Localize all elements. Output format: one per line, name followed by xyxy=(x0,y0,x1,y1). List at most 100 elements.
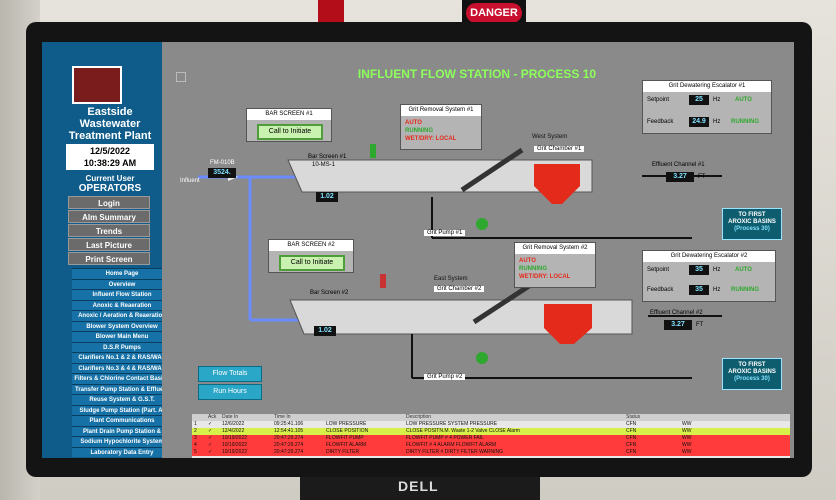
grit-hopper-1 xyxy=(534,164,580,186)
nav-item[interactable]: Blower System Overview xyxy=(72,320,172,331)
influent-label: Influent xyxy=(180,178,200,184)
nav-item[interactable]: Anoxic & Reaeration xyxy=(72,299,172,310)
table-cell: WW xyxy=(682,435,692,441)
grit-pump-1-icon[interactable] xyxy=(476,218,488,230)
nav-item[interactable]: D.S.R Pumps xyxy=(72,341,172,352)
plant-name: Eastside Wastewater Treatment Plant xyxy=(68,106,152,142)
monitor-stand xyxy=(300,477,540,500)
bar-screen-1-panel: BAR SCREEN #1 Call to Initiate xyxy=(246,108,332,142)
escalator-2-feedback: 35 xyxy=(689,285,709,295)
table-cell: DIRTY FILTER xyxy=(326,449,360,455)
process-diagram xyxy=(198,144,722,379)
alarm-table-header: Ack Date In Time In Description Status xyxy=(192,414,790,421)
nav-item[interactable]: Influent Flow Station xyxy=(72,289,172,300)
table-cell: 4 xyxy=(194,442,197,448)
screw-conveyor-1 xyxy=(460,147,524,193)
escalator-1-panel: Grit Dewatering Escalator #1 Setpoint 25… xyxy=(642,80,772,134)
table-cell: CLOSE POSITION xyxy=(326,428,369,434)
grit-removal-2-panel: Grit Removal System #2 AUTO RUNNING WET/… xyxy=(514,242,596,288)
datetime-box: 12/5/2022 10:38:29 AM xyxy=(66,144,154,170)
print-screen-button[interactable]: Print Screen xyxy=(68,252,150,265)
table-cell: FLOWFIT ALARM xyxy=(326,442,367,448)
alarm-summary-button[interactable]: Alm Summary xyxy=(68,210,150,223)
grit-hopper-2 xyxy=(544,304,592,328)
table-cell: WW xyxy=(682,421,692,427)
escalator-1-setpoint[interactable]: 25 xyxy=(689,95,709,105)
nav-item[interactable]: Sodium Hypochlorite System xyxy=(72,436,172,447)
nav-item[interactable]: Overview xyxy=(72,278,172,289)
table-cell: ✓ xyxy=(208,442,213,448)
grit-chamber-1-label: Grit Chamber #1 xyxy=(534,146,585,152)
table-cell: 12:54:41.105 xyxy=(274,428,304,434)
table-cell: 1 xyxy=(194,421,197,427)
west-channel xyxy=(287,159,593,193)
bar-screen-1-initiate-button[interactable]: Call to Initiate xyxy=(257,124,323,140)
table-cell: LOW PRESSURE SYSTEM PRESSURE xyxy=(406,421,498,427)
bar-screen-2-initiate-button[interactable]: Call to Initiate xyxy=(279,255,345,271)
table-cell: 10/19/2022 xyxy=(222,442,248,448)
table-cell: WW xyxy=(682,428,692,434)
nav-item[interactable]: Sludge Pump Station (Part. A) xyxy=(72,404,172,415)
grit-removal-1-panel: Grit Removal System #1 AUTO RUNNING WET/… xyxy=(400,104,482,150)
table-cell: 10/19/2022 xyxy=(222,449,248,455)
to-anoxic-basins-1-button[interactable]: TO FIRST AROXIC BASINS (Process 30) xyxy=(722,208,782,240)
nav-item[interactable]: Plant Drain Pump Station & Alum/Lime xyxy=(72,425,172,436)
scada-screen: Eastside Wastewater Treatment Plant 12/5… xyxy=(42,42,794,458)
bar-screen-2-motor-icon[interactable] xyxy=(380,274,386,288)
table-cell: 20:47:29.274 xyxy=(274,442,304,448)
table-row[interactable]: 4 ✓ 10/19/2022 20:47:29.274 FLOWFIT ALARM FLO… xyxy=(192,442,790,449)
last-picture-button[interactable]: Last Picture xyxy=(68,238,150,251)
flow-meter-tag: FM-010B xyxy=(210,160,235,166)
nav-item[interactable]: Anoxic / Aeration & Reaeration EAST xyxy=(72,310,172,321)
grit-pump-2-icon[interactable] xyxy=(476,352,488,364)
nav-item[interactable]: Home Page xyxy=(72,268,172,279)
page-title: INFLUENT FLOW STATION - PROCESS 10 xyxy=(357,67,597,81)
table-cell: 3 xyxy=(194,435,197,441)
time-label: 10:38:29 AM xyxy=(83,158,137,168)
nav-item[interactable]: Laboratory Data Entry xyxy=(72,446,172,457)
bar-screen-1-motor-icon[interactable] xyxy=(370,144,376,158)
nav-item[interactable]: Transfer Pump Station & Effluent Well xyxy=(72,383,172,394)
table-cell: FLOWFIT PUMP xyxy=(326,435,364,441)
table-cell: CLOSE POSITN.M. Waste 1-2 Valve CLOSE Al… xyxy=(406,428,520,434)
close-icon[interactable] xyxy=(176,72,186,82)
nav-item[interactable]: Reuse System & G.S.T. xyxy=(72,394,172,405)
run-hours-button[interactable]: Run Hours xyxy=(198,384,262,400)
table-cell: 20:47:29.274 xyxy=(274,449,304,455)
nav-item[interactable]: Clarifiers No.1 & 2 & RAS/WAS xyxy=(72,352,172,363)
to-anoxic-basins-2-button[interactable]: TO FIRST AROXIC BASINS (Process 30) xyxy=(722,358,782,390)
nav-item[interactable]: Blower Main Menu xyxy=(72,331,172,342)
grit-chamber-2-label: Grit Chamber #2 xyxy=(434,286,485,292)
table-cell: FLOWFIT # 4 ALARM FLOWFIT ALARM xyxy=(406,442,497,448)
effluent-channel-2-value: 3.27 xyxy=(664,320,692,330)
escalator-2-panel: Grit Dewatering Escalator #2 Setpoint 35… xyxy=(642,250,776,302)
table-cell: DIRTY FILTER # DIRTY FILTER WARNING xyxy=(406,449,504,455)
table-cell: CFN xyxy=(626,421,637,427)
sidebar: Eastside Wastewater Treatment Plant 12/5… xyxy=(42,42,180,458)
screw-conveyor-2 xyxy=(472,281,534,325)
table-cell: 12/4/2022 xyxy=(222,428,245,434)
grit-pump-2-label: Grit Pump #2 xyxy=(424,374,466,380)
table-cell: WW xyxy=(682,442,692,448)
grit-pump-1-label: Grit Pump #1 xyxy=(424,230,466,236)
trends-button[interactable]: Trends xyxy=(68,224,150,237)
nav-item[interactable]: Filters & Chlorine Contact Basins xyxy=(72,373,172,384)
bar-screen-2-panel: BAR SCREEN #2 Call to Initiate xyxy=(268,239,354,273)
nav-item[interactable]: Plant Communications xyxy=(72,415,172,426)
process-view: INFLUENT FLOW STATION - PROCESS 10 xyxy=(162,42,794,458)
table-cell: CFN xyxy=(626,442,637,448)
table-cell: 20:47:29.274 xyxy=(274,435,304,441)
alarm-table: Ack Date In Time In Description Status 1… xyxy=(192,414,790,458)
table-cell: 09:25:41.106 xyxy=(274,421,304,427)
table-cell: WW xyxy=(682,449,692,455)
escalator-2-setpoint[interactable]: 35 xyxy=(689,265,709,275)
flow-totals-button[interactable]: Flow Totals xyxy=(198,366,262,382)
nav-item[interactable]: Clarifiers No.3 & 4 & RAS/WAS xyxy=(72,362,172,373)
table-cell: ✓ xyxy=(208,428,213,434)
login-button[interactable]: Login xyxy=(68,196,150,209)
